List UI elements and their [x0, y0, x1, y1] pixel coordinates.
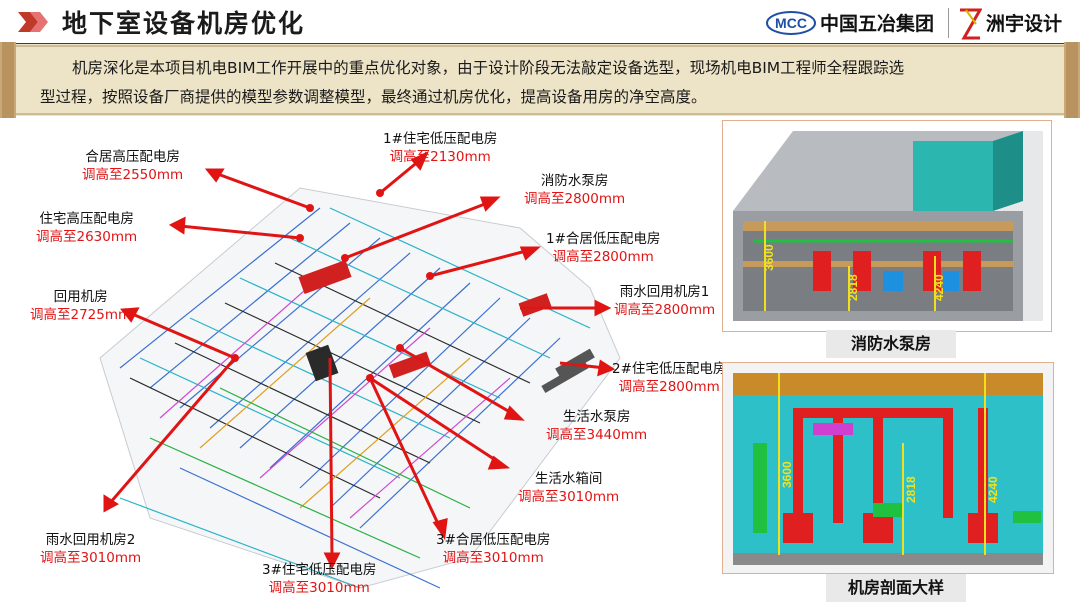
room-label: 3#住宅低压配电房调高至3010mm: [262, 562, 377, 596]
intro-line-2: 型过程，按照设备厂商提供的模型参数调整模型，最终通过机房优化，提高设备用房的净空…: [40, 88, 707, 106]
svg-text:MCC: MCC: [775, 15, 807, 31]
room-label: 住宅高压配电房调高至2630mm: [36, 211, 138, 245]
mcc-logo-icon: MCC: [766, 11, 816, 35]
page-title: 地下室设备机房优化: [62, 9, 306, 38]
zhouyu-logo-icon: [960, 8, 982, 40]
pump-room-panel: 3600 2818 4240: [722, 120, 1052, 332]
svg-text:4240: 4240: [986, 476, 1000, 503]
intro-line-1: 机房深化是本项目机电BIM工作开展中的重点优化对象，由于设计阶段无法敲定设备选型…: [72, 59, 905, 77]
svg-text:2818: 2818: [846, 274, 860, 301]
pump-room-caption: 消防水泵房: [826, 330, 956, 358]
room-label: 生活水箱间调高至3010mm: [518, 471, 620, 505]
section-detail-view: 3600 2818 4240: [723, 363, 1053, 573]
logo-design-name: 洲宇设计: [986, 13, 1063, 35]
room-label: 合居高压配电房调高至2550mm: [82, 149, 184, 183]
intro-paragraph: 机房深化是本项目机电BIM工作开展中的重点优化对象，由于设计阶段无法敲定设备选型…: [40, 54, 1040, 112]
scroll-banner: [0, 42, 1080, 118]
callout-arrows: [103, 151, 616, 570]
svg-text:3600: 3600: [762, 244, 776, 271]
header: 地下室设备机房优化 MCC 中国五冶集团 洲宇设计: [0, 0, 1080, 45]
logo-separator: [948, 8, 949, 38]
room-label: 3#合居低压配电房调高至3010mm: [436, 532, 551, 566]
title-accent-icon: [18, 12, 48, 32]
section-detail-caption: 机房剖面大样: [826, 574, 966, 602]
pump-room-3d-view: 3600 2818 4240: [733, 131, 1043, 321]
bim-model-view: [99, 151, 621, 589]
room-label: 消防水泵房调高至2800mm: [524, 173, 626, 207]
svg-text:4240: 4240: [932, 274, 946, 301]
svg-text:2818: 2818: [904, 476, 918, 503]
room-label: 2#住宅低压配电房调高至2800mm: [612, 361, 727, 395]
room-label: 生活水泵房调高至3440mm: [546, 409, 648, 443]
room-label: 回用机房调高至2725mm: [30, 289, 132, 323]
logo-company-name: 中国五冶集团: [820, 13, 935, 35]
svg-text:3600: 3600: [780, 461, 794, 488]
section-detail-panel: 3600 2818 4240: [722, 362, 1054, 574]
room-label: 1#住宅低压配电房调高至2130mm: [383, 131, 498, 165]
floor-plate: [99, 187, 621, 589]
room-label: 1#合居低压配电房调高至2800mm: [546, 231, 661, 265]
